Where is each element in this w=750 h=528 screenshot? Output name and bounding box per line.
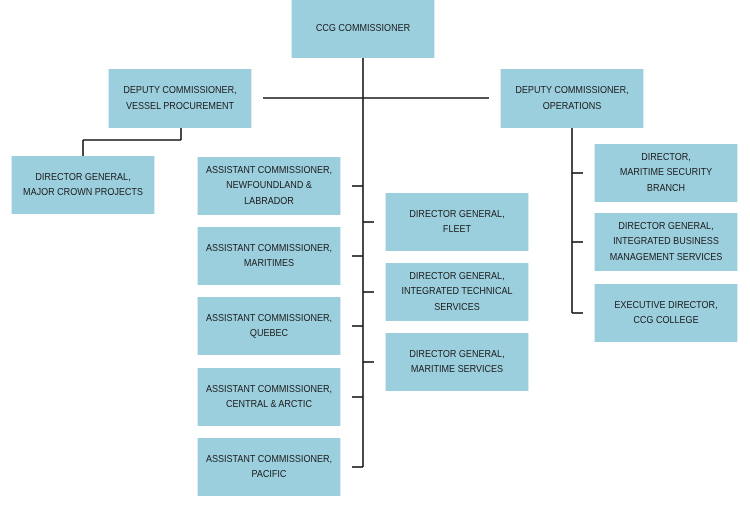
node-ccg-commissioner: CCG COMMISSIONER — [291, 0, 435, 58]
node-label: DIRECTOR, MARITIME SECURITY BRANCH — [619, 151, 713, 194]
node-label: ASSISTANT COMMISSIONER, CENTRAL & ARCTIC — [205, 382, 333, 410]
node-label: EXECUTIVE DIRECTOR, CCG COLLEGE — [614, 298, 718, 326]
node-label: DEPUTY COMMISSIONER, OPERATIONS — [515, 84, 629, 112]
node-ac-central-arctic: ASSISTANT COMMISSIONER, CENTRAL & ARCTIC — [197, 368, 341, 426]
node-dg-maritime-services: DIRECTOR GENERAL, MARITIME SERVICES — [385, 333, 529, 391]
node-ac-pacific: ASSISTANT COMMISSIONER, PACIFIC — [197, 438, 341, 496]
node-label: ASSISTANT COMMISSIONER, QUEBEC — [205, 311, 333, 339]
node-label: DIRECTOR GENERAL, INTEGRATED BUSINESS MA… — [609, 220, 723, 263]
node-director-maritime-security: DIRECTOR, MARITIME SECURITY BRANCH — [594, 144, 738, 202]
node-label: DIRECTOR GENERAL, MAJOR CROWN PROJECTS — [23, 170, 143, 198]
node-label: ASSISTANT COMMISSIONER, PACIFIC — [205, 452, 333, 480]
node-label: DIRECTOR GENERAL, FLEET — [409, 207, 505, 235]
node-label: DIRECTOR GENERAL, MARITIME SERVICES — [409, 347, 505, 375]
node-dg-fleet: DIRECTOR GENERAL, FLEET — [385, 193, 529, 251]
node-label: CCG COMMISSIONER — [315, 22, 411, 35]
node-ac-quebec: ASSISTANT COMMISSIONER, QUEBEC — [197, 297, 341, 355]
node-label: DIRECTOR GENERAL, INTEGRATED TECHNICAL S… — [401, 270, 513, 313]
node-ac-maritimes: ASSISTANT COMMISSIONER, MARITIMES — [197, 227, 341, 285]
node-ed-ccg-college: EXECUTIVE DIRECTOR, CCG COLLEGE — [594, 284, 738, 342]
node-dg-major-crown-projects: DIRECTOR GENERAL, MAJOR CROWN PROJECTS — [11, 156, 155, 214]
node-deputy-vessel-procurement: DEPUTY COMMISSIONER, VESSEL PROCUREMENT — [108, 69, 252, 128]
node-deputy-operations: DEPUTY COMMISSIONER, OPERATIONS — [500, 69, 644, 128]
node-label: DEPUTY COMMISSIONER, VESSEL PROCUREMENT — [123, 84, 237, 112]
node-label: ASSISTANT COMMISSIONER, NEWFOUNDLAND & L… — [205, 164, 333, 207]
node-label: ASSISTANT COMMISSIONER, MARITIMES — [205, 241, 333, 269]
node-dg-integrated-technical-services: DIRECTOR GENERAL, INTEGRATED TECHNICAL S… — [385, 263, 529, 321]
node-ac-newfoundland-labrador: ASSISTANT COMMISSIONER, NEWFOUNDLAND & L… — [197, 157, 341, 215]
node-dg-integrated-business-management: DIRECTOR GENERAL, INTEGRATED BUSINESS MA… — [594, 213, 738, 271]
